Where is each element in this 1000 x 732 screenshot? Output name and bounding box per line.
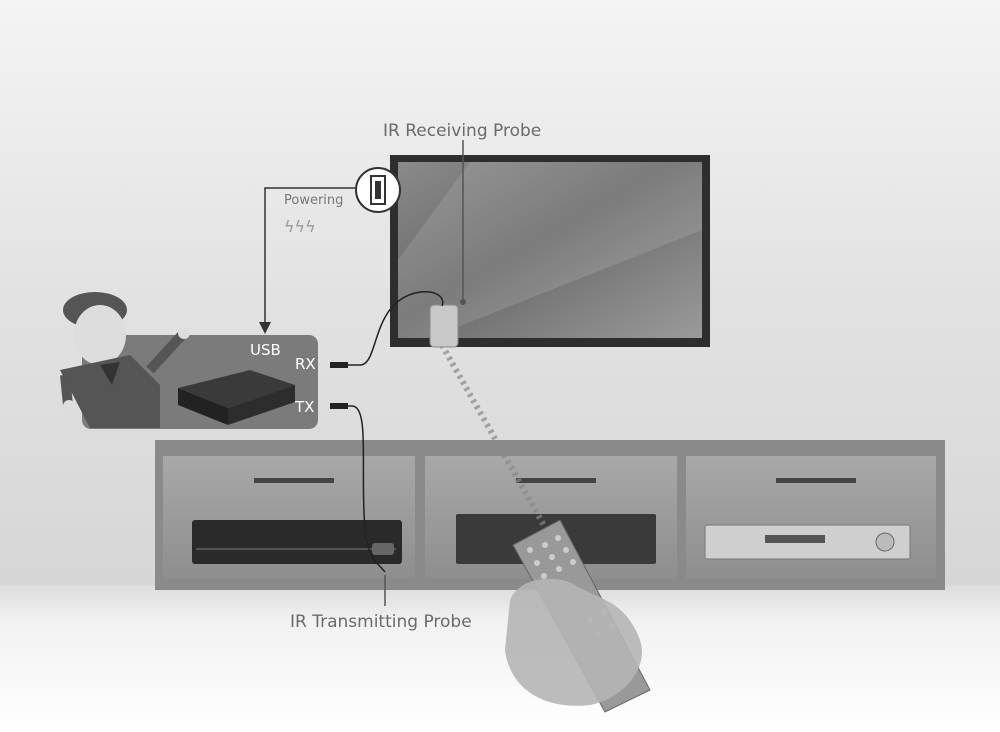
- powering-label: Powering: [284, 193, 344, 208]
- ir-transmitting-probe: [372, 543, 394, 555]
- tx-label: TX: [295, 398, 315, 416]
- ir-extender-device: [178, 370, 295, 425]
- remote-control-in-hand: [505, 519, 651, 713]
- television: [390, 155, 710, 347]
- rx-cable: [332, 291, 444, 366]
- ir-beam: [439, 343, 558, 547]
- dvd-player: [704, 524, 911, 560]
- ir-receiving-probe: [429, 304, 459, 348]
- tv-cabinet: [155, 440, 945, 590]
- ir-receiving-probe-label: IR Receiving Probe: [383, 121, 542, 141]
- floor: [0, 585, 1000, 732]
- rx-label: RX: [295, 355, 316, 373]
- lightning-icon: ϟϟϟ: [284, 217, 316, 236]
- ir-transmitting-probe-label: IR Transmitting Probe: [290, 612, 472, 632]
- powering-line: [264, 187, 355, 325]
- usb-label: USB: [250, 341, 281, 359]
- tx-cable: [332, 405, 386, 573]
- blu-ray-player: [192, 520, 402, 564]
- person-illustration: [60, 292, 190, 428]
